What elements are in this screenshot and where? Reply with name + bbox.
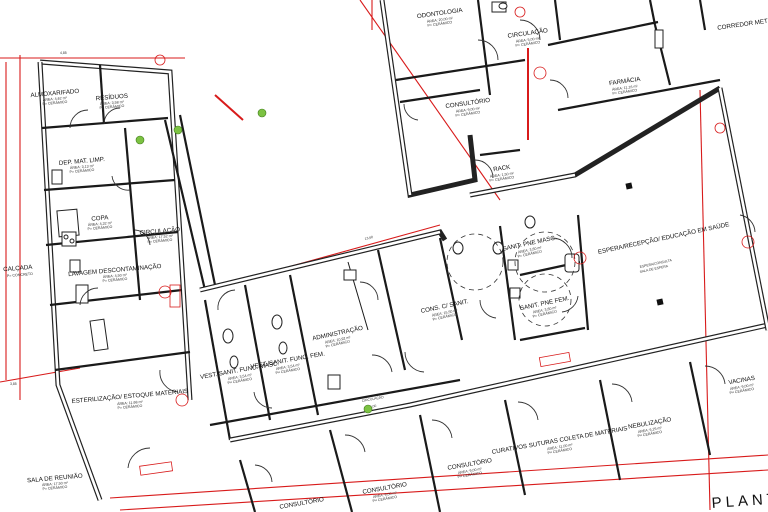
- svg-text:P= CERÂMICO: P= CERÂMICO: [432, 312, 457, 321]
- svg-text:P= CERÂMICO: P= CERÂMICO: [69, 168, 94, 174]
- svg-text:ÁREA: 3,54 m²: ÁREA: 3,54 m²: [228, 373, 253, 381]
- svg-text:4,85: 4,85: [60, 51, 67, 55]
- svg-text:ÁREA: 9,00 m²: ÁREA: 9,00 m²: [456, 106, 481, 113]
- room-dep-mat-limp: DEP. MAT. LIMP.: [59, 156, 106, 167]
- svg-text:ÁREA: 1,50 m²: ÁREA: 1,50 m²: [490, 171, 515, 178]
- svg-text:ÁREA: 11,68 m²: ÁREA: 11,68 m²: [117, 400, 144, 406]
- svg-text:ÁREA: 20,00 m²: ÁREA: 20,00 m²: [427, 16, 454, 24]
- left-wing-walls: [37, 59, 217, 501]
- svg-text:13,60: 13,60: [364, 235, 373, 241]
- svg-text:P= CERÂMICO: P= CERÂMICO: [372, 495, 397, 503]
- svg-text:P= CERÂMICO: P= CERÂMICO: [515, 40, 540, 47]
- room-residuos: RESÍDUOS: [95, 93, 128, 103]
- central-doors: [217, 237, 579, 409]
- svg-text:ÁREA: 9,00 m²: ÁREA: 9,00 m²: [373, 491, 398, 499]
- annotations: CIRCULAÇÃO 0,00 4,85 3,85 13,60: [10, 51, 384, 409]
- level-markers: [139, 6, 755, 476]
- central-walls: [199, 214, 768, 443]
- upper-walls: [379, 0, 768, 331]
- svg-text:P= CERÂMICO: P= CERÂMICO: [42, 485, 67, 491]
- room-espera-recepcao: ESPERA/RECEPÇÃO/ EDUCAÇÃO EM SAÚDE: [597, 221, 730, 256]
- left-fixtures: [51, 169, 109, 352]
- svg-text:P= CERÂMICO: P= CERÂMICO: [427, 20, 452, 27]
- svg-text:ÁREA: 6,25 m²: ÁREA: 6,25 m²: [638, 426, 663, 434]
- svg-text:P= CERÂMICO: P= CERÂMICO: [117, 404, 142, 410]
- svg-text:P= CERÂMICO: P= CERÂMICO: [227, 377, 252, 385]
- svg-text:P= CERÂMICO: P= CERÂMICO: [532, 309, 557, 318]
- svg-text:P= CERÂMICO: P= CERÂMICO: [457, 471, 482, 479]
- svg-text:ÁREA: 10,92 m²: ÁREA: 10,92 m²: [325, 335, 352, 344]
- drawing-title: PLANT: [711, 490, 768, 512]
- svg-text:ÁREA: 17,50 m²: ÁREA: 17,50 m²: [42, 481, 69, 487]
- room-copa: COPA: [91, 214, 109, 223]
- svg-text:ÁREA: 3,13 m²: ÁREA: 3,13 m²: [70, 164, 95, 170]
- svg-text:P= CERÂMICO: P= CERÂMICO: [99, 104, 124, 110]
- waiting-area: ESPERA/RECEPÇÃO/ EDUCAÇÃO EM SAÚDE ESPER…: [597, 182, 730, 306]
- room-circulacao-left: CIRCULAÇÃO: [139, 226, 180, 237]
- room-almoxarifado: ALMOXARIFADO: [30, 88, 79, 99]
- upper-doors: [403, 19, 756, 233]
- svg-text:P= CERÂMICO: P= CERÂMICO: [42, 100, 67, 106]
- svg-text:ÁREA: 5,00 m²: ÁREA: 5,00 m²: [516, 36, 541, 43]
- room-rack: RACK: [493, 164, 512, 173]
- svg-text:ÁREA: 3,58 m²: ÁREA: 3,58 m²: [100, 100, 125, 106]
- svg-text:ÁREA: 3,60 m²: ÁREA: 3,60 m²: [533, 305, 558, 314]
- central-room-labels: VEST./SANIT. FUNC. MASC. ÁREA: 3,54 m² P…: [200, 234, 571, 385]
- bottom-doors: [254, 365, 726, 483]
- elevation-markers: [135, 108, 373, 414]
- svg-text:P= CERÂMICO: P= CERÂMICO: [102, 277, 127, 283]
- svg-text:CIRCULAÇÃO: CIRCULAÇÃO: [361, 394, 384, 403]
- svg-text:ÁREA: 15,50 m²: ÁREA: 15,50 m²: [432, 308, 459, 317]
- svg-text:P= CERÂMICO: P= CERÂMICO: [87, 225, 112, 231]
- svg-text:P= CERÂMICO: P= CERÂMICO: [612, 88, 637, 95]
- accessibility-circles: [446, 231, 576, 327]
- room-calcada: CALÇADA: [3, 264, 34, 274]
- room-vacinas: VACINAS: [728, 375, 756, 387]
- svg-text:ÁREA: 9,00 m²: ÁREA: 9,00 m²: [730, 383, 755, 391]
- svg-text:SALA DE ESPERA: SALA DE ESPERA: [639, 264, 669, 274]
- svg-text:P= CERÂMICO: P= CERÂMICO: [729, 387, 754, 395]
- room-corredor-metalico: CORREDOR METÁLICO: [717, 15, 768, 32]
- room-sala-de-reuniao: SALA DE REUNIÃO: [27, 473, 83, 485]
- svg-text:ÁREA: 3,54 m²: ÁREA: 3,54 m²: [276, 363, 301, 371]
- svg-text:ÁREA: 17,52 m²: ÁREA: 17,52 m²: [147, 234, 174, 240]
- svg-text:P= CERÂMICO: P= CERÂMICO: [547, 447, 572, 455]
- svg-text:ÁREA: 4,32 m²: ÁREA: 4,32 m²: [88, 221, 113, 227]
- upper-fixtures: [491, 1, 664, 49]
- svg-text:P= CERÂMICO: P= CERÂMICO: [637, 430, 662, 438]
- left-doors: [69, 107, 179, 469]
- svg-text:P= CERÂMICO: P= CERÂMICO: [275, 367, 300, 375]
- svg-text:ÁREA: 11,00 m²: ÁREA: 11,00 m²: [547, 443, 574, 452]
- svg-text:P= CONCRETO: P= CONCRETO: [7, 272, 33, 278]
- svg-text:P= CERÂMICO: P= CERÂMICO: [455, 110, 480, 117]
- svg-text:P= CERÂMICO: P= CERÂMICO: [517, 249, 542, 258]
- svg-text:ÁREA: 3,60 m²: ÁREA: 3,60 m²: [518, 245, 543, 254]
- room-farmacia: FARMÁCIA: [609, 76, 642, 87]
- svg-text:P= CERÂMICO: P= CERÂMICO: [147, 238, 172, 244]
- bottom-walls: [238, 361, 712, 512]
- svg-text:ÁREA: 4,62 m²: ÁREA: 4,62 m²: [43, 96, 68, 102]
- svg-text:3,85: 3,85: [10, 382, 17, 386]
- svg-text:0,00: 0,00: [369, 404, 376, 409]
- svg-text:P= CERÂMICO: P= CERÂMICO: [489, 175, 514, 182]
- central-fixtures: [222, 215, 580, 390]
- left-room-labels: ALMOXARIFADO ÁREA: 4,62 m² P= CERÂMICO R…: [3, 88, 188, 491]
- svg-text:P= CERÂMICO: P= CERÂMICO: [325, 339, 350, 348]
- svg-text:ÁREA: 4,50 m²: ÁREA: 4,50 m²: [103, 273, 128, 279]
- svg-text:ÁREA: 11,16 m²: ÁREA: 11,16 m²: [612, 84, 639, 92]
- svg-text:ESPERA/CONSULTA: ESPERA/CONSULTA: [639, 258, 672, 269]
- svg-text:ÁREA: 9,00 m²: ÁREA: 9,00 m²: [458, 467, 483, 475]
